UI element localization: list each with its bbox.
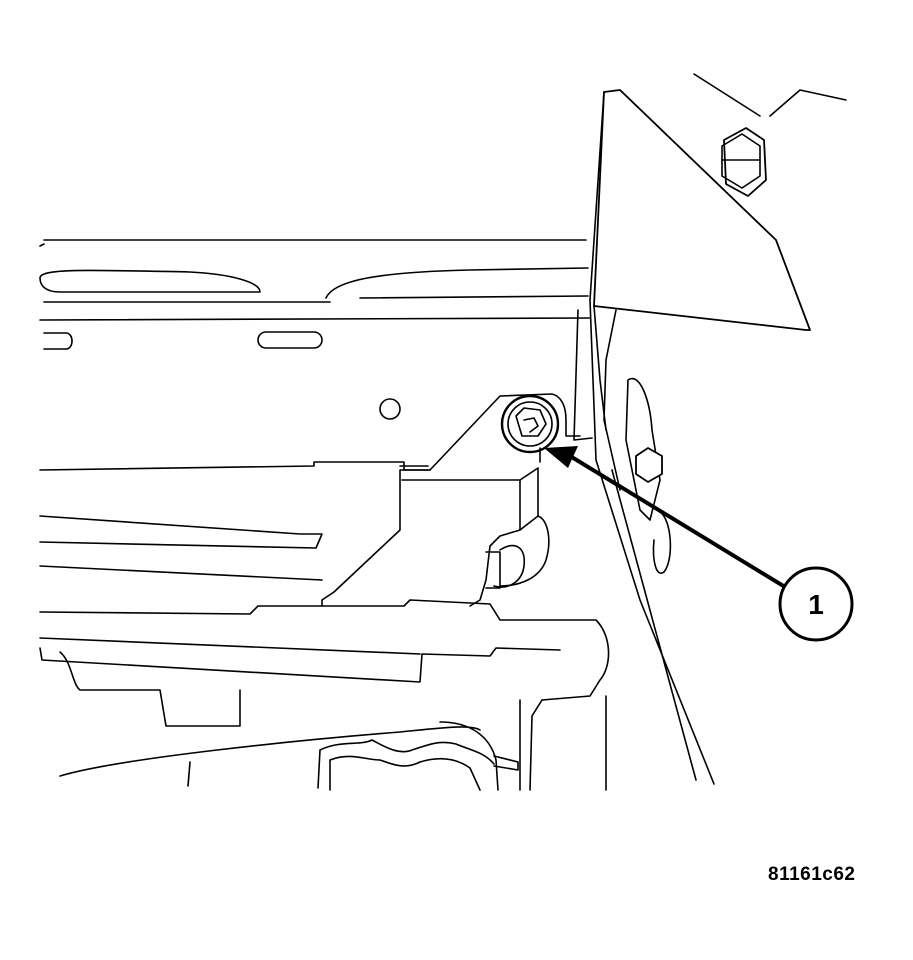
lower-components: [59, 695, 607, 791]
callout-number: 1: [808, 589, 824, 620]
callout-1: 1: [544, 446, 854, 642]
mounting-bracket: [321, 447, 550, 607]
callout-leader-line: [568, 454, 792, 592]
callout-circle: [778, 566, 854, 642]
crossmember-panel: [39, 239, 591, 420]
mounting-bolt: [500, 394, 560, 454]
figure-id-label: 81161c62: [768, 864, 856, 885]
lower-rails: [39, 393, 610, 727]
hex-bolt-upper: [721, 127, 767, 197]
callout-arrowhead: [544, 446, 578, 468]
fender-panel: [573, 73, 847, 785]
hex-bolt-lower: [635, 447, 663, 483]
